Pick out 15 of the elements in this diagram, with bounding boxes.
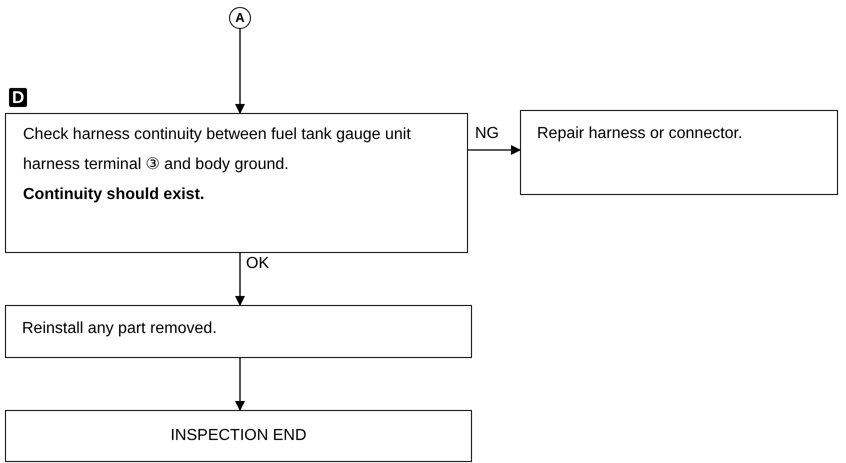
box-text: Check harness continuity between fuel tank gauge unit harness terminal ③ and body ground. <box>23 125 412 175</box>
arrow <box>235 358 245 411</box>
step-badge: D <box>9 88 28 107</box>
box-text: INSPECTION END <box>170 426 306 446</box>
process-box <box>5 113 468 253</box>
box-text: Reinstall any part removed. <box>22 319 218 339</box>
box-text: Repair harness or connector. <box>537 124 744 144</box>
process-box <box>5 305 472 358</box>
box-text: Continuity should exist. <box>23 185 206 205</box>
process-box <box>5 410 472 462</box>
arrow <box>468 145 521 155</box>
arrow <box>235 29 245 114</box>
arrow <box>235 253 245 306</box>
process-box <box>520 110 838 195</box>
box-text: A <box>235 9 245 28</box>
